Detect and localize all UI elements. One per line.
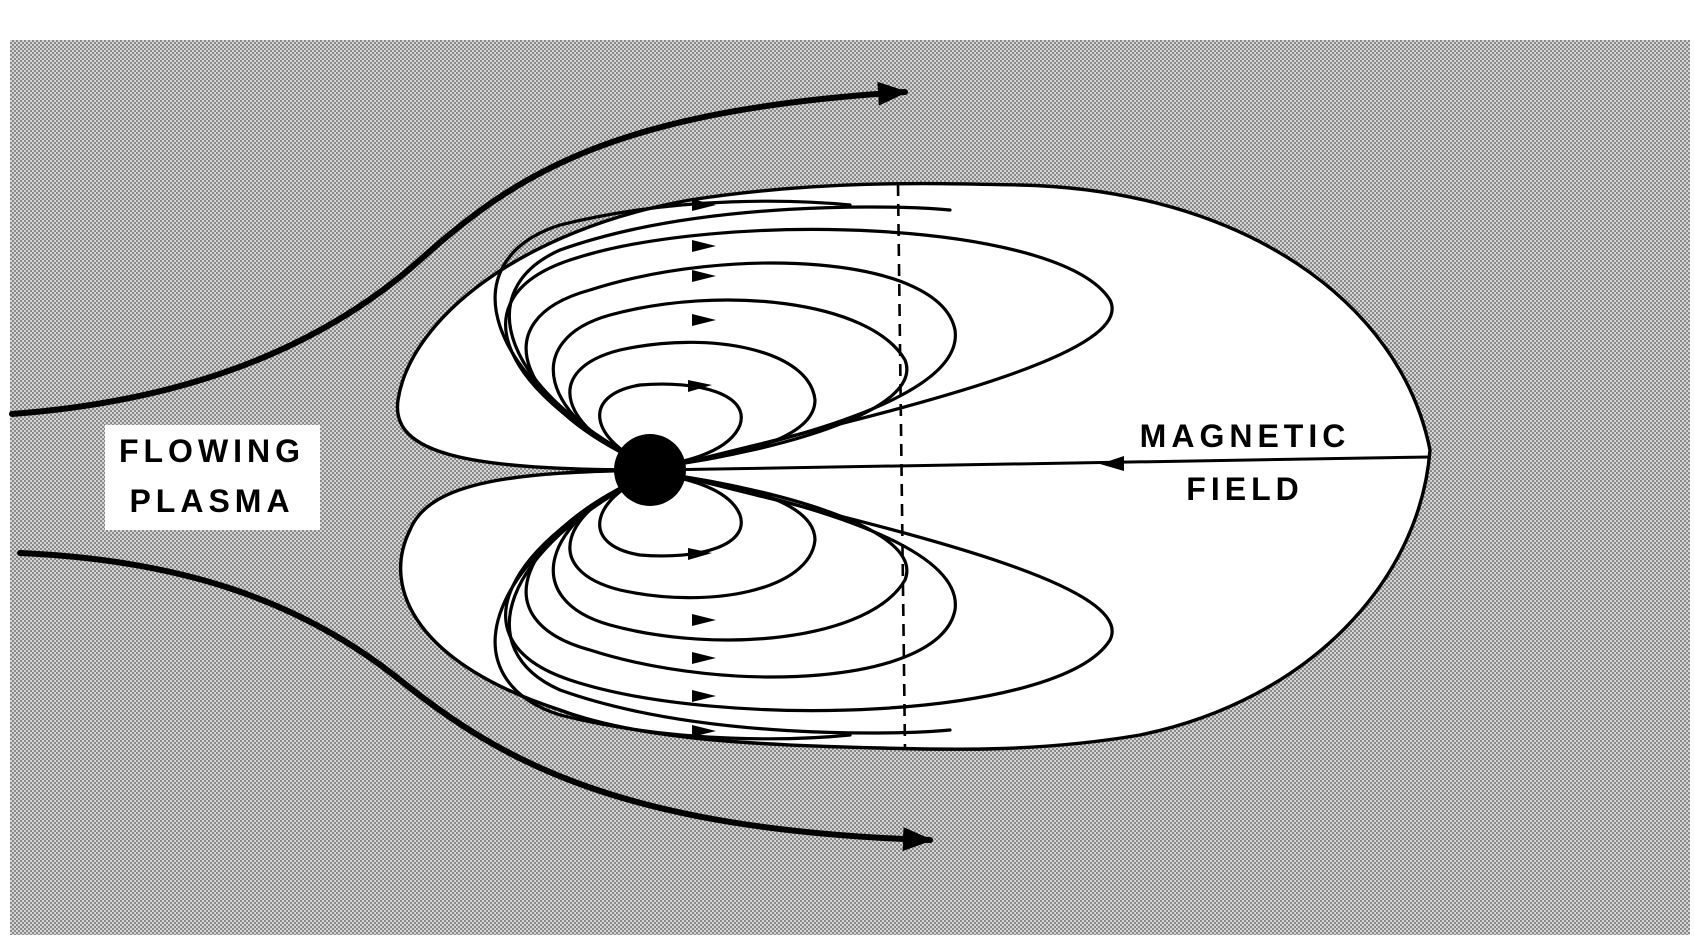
label-field: FIELD <box>1186 471 1303 507</box>
label-flowing: FLOWING <box>119 433 305 469</box>
label-magnetic: MAGNETIC <box>1140 418 1351 454</box>
planet-body <box>614 434 686 506</box>
flowing-plasma-label: FLOWING PLASMA <box>105 425 320 530</box>
label-plasma: PLASMA <box>129 483 294 519</box>
